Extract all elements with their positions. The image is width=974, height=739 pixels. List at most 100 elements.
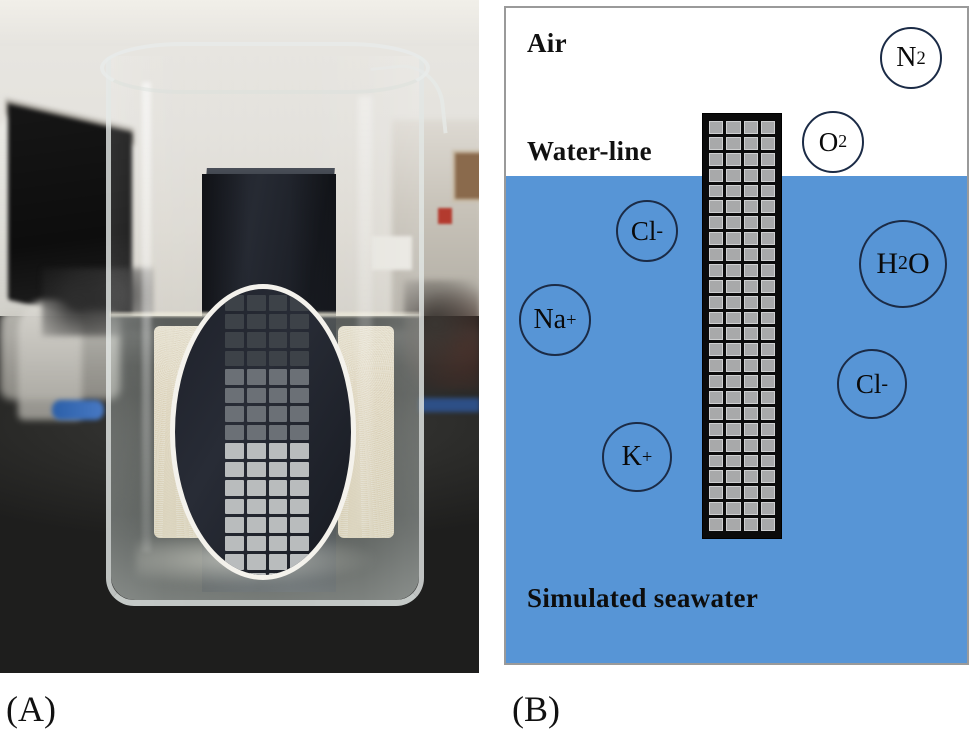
bubble-nitrogen-subscript: 2 [916, 47, 926, 68]
mesh-cell [726, 327, 741, 341]
bubble-oxygen-subscript: 2 [838, 131, 848, 152]
bubble-chloride-right-charge: - [881, 373, 889, 395]
mesh-cell [726, 263, 741, 277]
mesh-cell [760, 343, 775, 357]
mesh-cell [709, 295, 724, 309]
mesh-cell [709, 168, 724, 182]
magnified-mesh-cell [290, 313, 309, 329]
mesh-cell [743, 406, 758, 420]
mesh-cell [743, 311, 758, 325]
magnified-mesh-region [170, 284, 356, 580]
mesh-cell [709, 200, 724, 214]
beaker-rim [100, 42, 430, 94]
bubble-potassium-charge: + [641, 446, 653, 467]
mesh-cell [726, 454, 741, 468]
mesh-cell [760, 391, 775, 404]
magnified-mesh-cell [225, 406, 244, 422]
mesh-cell [709, 391, 724, 404]
magnified-mesh-cell [290, 461, 309, 477]
magnified-mesh-cell [290, 554, 309, 570]
bubble-water-hydrogen: H [876, 247, 899, 280]
magnified-mesh-cell [290, 332, 309, 348]
mesh-cell [709, 327, 724, 341]
magnified-mesh-cell [246, 295, 266, 311]
mesh-cell [743, 232, 758, 246]
mesh-cell [743, 248, 758, 261]
mesh-cell [726, 359, 741, 373]
mesh-cell [726, 391, 741, 404]
background-blue-object [52, 400, 104, 420]
mesh-cell [726, 295, 741, 309]
magnified-mesh-cell [290, 517, 309, 533]
magnified-mesh-cell [268, 554, 288, 570]
bubble-chloride-left-charge: - [656, 220, 664, 242]
magnified-mesh-cell [290, 498, 309, 514]
mesh-cell [760, 359, 775, 373]
mesh-cell [760, 279, 775, 293]
mesh-cell [709, 232, 724, 246]
mesh-cell [709, 438, 724, 452]
mesh-cell [726, 486, 741, 500]
background-right-blue-object [420, 398, 479, 412]
magnified-mesh-cell [225, 554, 244, 570]
mesh-cell [709, 406, 724, 420]
mesh-cell [726, 216, 741, 230]
mesh-electrode [703, 114, 781, 538]
mesh-cell [709, 470, 724, 484]
bubble-sodium-symbol: Na [533, 304, 567, 335]
magnified-mesh-cell [268, 313, 288, 329]
magnified-mesh-cell [290, 572, 309, 575]
mesh-cell [743, 216, 758, 230]
mesh-cell [726, 279, 741, 293]
magnified-mesh-cell [290, 295, 309, 311]
magnified-mesh-cell [268, 424, 288, 440]
magnified-mesh-cell [268, 535, 288, 551]
mesh-cell [709, 136, 724, 150]
magnified-mesh-cell [246, 480, 266, 496]
mesh-cell [709, 486, 724, 500]
mesh-cell [743, 168, 758, 182]
mesh-cell [760, 232, 775, 246]
magnified-mesh-cell [225, 517, 244, 533]
background-red-sign [438, 208, 452, 224]
mesh-cell [743, 200, 758, 214]
mesh-cell [726, 152, 741, 166]
magnified-mesh-cell [246, 572, 266, 575]
magnified-mesh-cell [225, 350, 244, 366]
mesh-cell [760, 454, 775, 468]
bubble-chloride-left: Cl- [616, 200, 678, 262]
mesh-cell [760, 406, 775, 420]
mesh-cell [760, 518, 775, 531]
mesh-cell [760, 486, 775, 500]
magnified-mesh-cell [290, 535, 309, 551]
magnified-mesh-cell [290, 350, 309, 366]
mesh-cell [760, 121, 775, 134]
magnified-mesh-cell [268, 480, 288, 496]
mesh-cell [760, 200, 775, 214]
panel-a-caption: (A) [6, 689, 56, 729]
magnified-mesh-cell [225, 461, 244, 477]
beaker-highlight-right [358, 96, 372, 526]
magnified-mesh-cell [225, 498, 244, 514]
bubble-water-subscript: 2 [898, 252, 908, 275]
mesh-cell [743, 359, 758, 373]
mesh-cell [726, 248, 741, 261]
bubble-chloride-left-symbol: Cl [630, 215, 657, 246]
magnified-mesh-cell [246, 517, 266, 533]
mesh-cell [760, 136, 775, 150]
mesh-cell [709, 152, 724, 166]
air-label: Air [527, 28, 567, 58]
beaker-highlight-left [142, 82, 151, 552]
mesh-cell [726, 232, 741, 246]
panel-b-caption: (B) [512, 689, 560, 729]
magnified-mesh-cell [268, 461, 288, 477]
mesh-cell [709, 184, 724, 198]
mesh-cell [743, 343, 758, 357]
bubble-potassium: K+ [602, 422, 672, 492]
bubble-sodium: Na+ [519, 284, 591, 356]
mesh-cell [760, 422, 775, 436]
mesh-cell [743, 375, 758, 389]
